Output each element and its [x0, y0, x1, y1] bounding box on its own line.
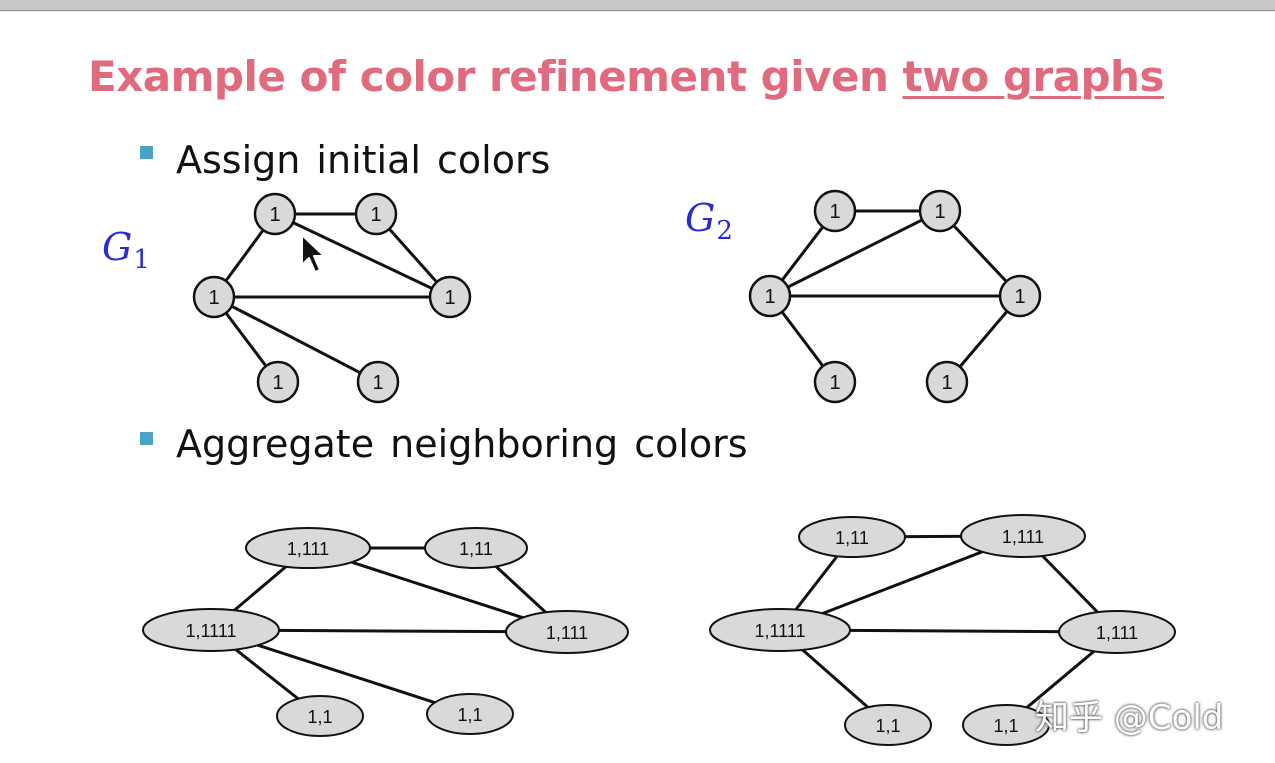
bullet-text: Aggregate neighboring colors [176, 422, 748, 466]
node-g1-top-left: 1 [253, 192, 297, 236]
title-underlined-text: two graphs [902, 52, 1165, 101]
svg-text:1: 1 [444, 287, 455, 309]
node-g2agg-bottom-right: 1,1 [962, 704, 1050, 746]
title-text: Example of color refinement given [88, 52, 903, 101]
svg-text:1,111: 1,111 [287, 539, 329, 559]
svg-text:1,1: 1,1 [457, 705, 482, 725]
edge [274, 212, 451, 299]
svg-text:1: 1 [269, 204, 280, 226]
svg-text:1: 1 [370, 204, 381, 226]
bullet-text: Assign initial colors [176, 138, 551, 182]
window-top-bar [0, 0, 1275, 11]
bullet-marker [140, 146, 153, 159]
node-g1-bottom-left: 1 [256, 360, 300, 404]
svg-text:1,11: 1,11 [459, 539, 493, 559]
node-g1agg-bottom-right: 1,1 [426, 693, 514, 735]
node-g1-top-right: 1 [354, 192, 398, 236]
svg-text:1,11: 1,11 [835, 528, 869, 548]
node-g1-right: 1 [428, 275, 472, 319]
svg-text:1: 1 [829, 201, 840, 223]
graph-g2-nodes: 1 1 1 1 1 1 [748, 189, 1042, 404]
graph-g1-initial [212, 212, 452, 384]
node-g1agg-top-left: 1,111 [245, 527, 371, 569]
edge [213, 295, 379, 384]
graph-label-g2: G2 [685, 196, 733, 246]
graph-label-g1: G1 [102, 225, 150, 275]
node-g1agg-left: 1,1111 [142, 608, 280, 652]
svg-text:1: 1 [829, 372, 840, 394]
graph-g2-initial [768, 209, 1022, 383]
slide-title: Example of color refinement given two gr… [88, 52, 1164, 101]
node-g2agg-top-left: 1,11 [798, 516, 906, 558]
node-g1agg-top-right: 1,11 [424, 527, 528, 569]
svg-text:1: 1 [941, 372, 952, 394]
node-g2agg-left: 1,1111 [709, 608, 851, 652]
svg-text:1,1111: 1,1111 [185, 621, 236, 641]
node-g1agg-right: 1,111 [505, 610, 629, 654]
svg-text:1: 1 [934, 201, 945, 223]
node-g2agg-bottom-left: 1,1 [844, 704, 932, 746]
svg-text:1: 1 [272, 372, 283, 394]
node-g2-bottom-left: 1 [813, 360, 857, 404]
graph-g2-aggregated-nodes: 1,11 1,111 1,1111 1,111 1,1 1,1 [709, 514, 1176, 746]
svg-text:1,1: 1,1 [307, 707, 332, 727]
mouse-cursor-icon [301, 234, 325, 273]
svg-text:1: 1 [764, 286, 775, 308]
node-g2-left: 1 [748, 274, 792, 318]
edge [769, 209, 941, 298]
bullet-marker [140, 432, 153, 445]
node-g2-top-right: 1 [918, 189, 962, 233]
graph-g1-nodes: 1 1 1 1 1 1 [192, 192, 472, 404]
watermark: 知乎 @Cold [1035, 698, 1224, 738]
svg-text:1,1: 1,1 [993, 716, 1018, 736]
node-g1agg-bottom-left: 1,1 [276, 695, 364, 737]
svg-text:1,1: 1,1 [875, 716, 900, 736]
svg-text:1,1111: 1,1111 [754, 621, 805, 641]
svg-text:1: 1 [208, 287, 219, 309]
svg-text:1: 1 [372, 372, 383, 394]
node-g2-top-left: 1 [813, 189, 857, 233]
node-g2agg-top-right: 1,111 [960, 514, 1086, 558]
node-g2-right: 1 [998, 274, 1042, 318]
svg-text:1,111: 1,111 [546, 623, 588, 643]
node-g1-left: 1 [192, 275, 236, 319]
graph-g1-aggregated-nodes: 1,111 1,11 1,1111 1,111 1,1 1,1 [142, 527, 629, 737]
svg-text:1,111: 1,111 [1002, 527, 1044, 547]
svg-text:1: 1 [1014, 286, 1025, 308]
node-g2-bottom-right: 1 [925, 360, 969, 404]
svg-text:1,111: 1,111 [1096, 623, 1138, 643]
node-g2agg-right: 1,111 [1058, 610, 1176, 654]
node-g1-bottom-right: 1 [356, 360, 400, 404]
